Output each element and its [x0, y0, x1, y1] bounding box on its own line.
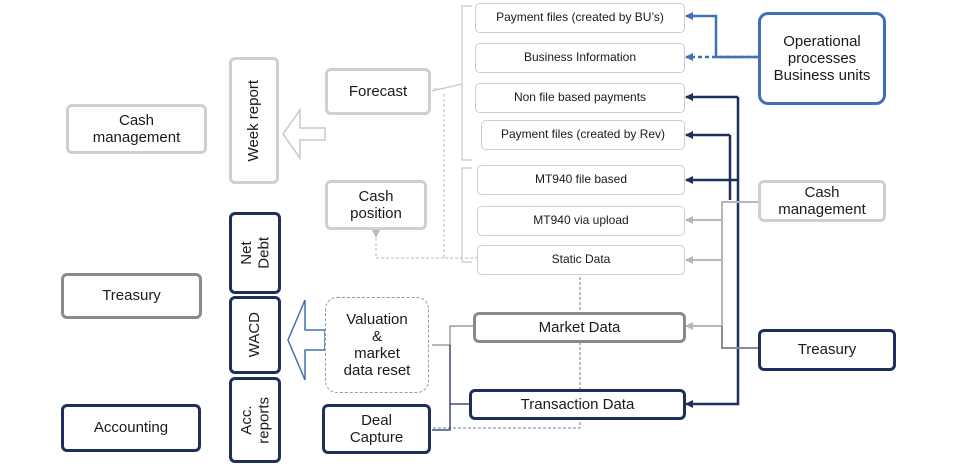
payment-files-rev-box: Payment files (created by Rev) [481, 120, 685, 150]
operational-processes-label: Operational processes Business units [773, 32, 871, 85]
deal-capture-box: Deal Capture [322, 404, 431, 454]
static-data-label: Static Data [551, 252, 611, 267]
acc-reports-box: Acc. reports [229, 377, 281, 463]
market-data-box: Market Data [473, 312, 686, 343]
payment-files-bu-label: Payment files (created by BU’s) [496, 10, 664, 25]
cash-management-right: Cash management [758, 180, 886, 222]
business-information-label: Business Information [523, 50, 637, 65]
treasury-link [721, 326, 758, 349]
operational-to-payment-files [685, 12, 758, 59]
week-report-label: Week report [245, 79, 263, 162]
payment-files-rev-label: Payment files (created by Rev) [500, 127, 666, 142]
wacd-arrow [287, 299, 326, 381]
mt940-upload-box: MT940 via upload [477, 206, 685, 236]
market-data-label: Market Data [538, 318, 621, 336]
static-to-cash-position [375, 92, 478, 259]
cash-mgmt-trunk [721, 201, 758, 326]
week-report-box: Week report [229, 57, 279, 184]
navy-trunk [685, 97, 740, 408]
mt940-file-box: MT940 file based [477, 165, 685, 195]
cash-management-left-label: Cash management [92, 111, 181, 146]
cash-position-box: Cash position [325, 180, 427, 230]
non-file-based-label: Non file based payments [513, 90, 647, 105]
operational-processes-box: Operational processes Business units [758, 12, 886, 105]
deal-capture-label: Deal Capture [349, 411, 404, 446]
week-report-arrow [282, 107, 326, 161]
treasury-left: Treasury [61, 273, 202, 319]
transaction-data-link [449, 345, 469, 405]
treasury-left-label: Treasury [102, 287, 161, 305]
valuation-box: Valuation & market data reset [325, 297, 429, 393]
treasury-right: Treasury [758, 329, 896, 371]
mt940-file-label: MT940 file based [534, 172, 628, 187]
net-debt-label: Net Debt [237, 237, 272, 269]
forecast-box: Forecast [325, 68, 431, 115]
accounting-left: Accounting [61, 404, 201, 452]
payment-files-bu-box: Payment files (created by BU’s) [475, 3, 685, 33]
cash-position-label: Cash position [350, 187, 402, 222]
mt940-upload-label: MT940 via upload [533, 213, 629, 228]
wacd-box: WACD [229, 296, 281, 374]
valuation-label: Valuation & market data reset [343, 310, 411, 380]
wacd-label: WACD [246, 312, 264, 358]
acc-reports-label: Acc. reports [237, 396, 272, 444]
static-data-box: Static Data [477, 245, 685, 275]
treasury-right-label: Treasury [797, 341, 857, 359]
cash-management-left: Cash management [66, 104, 207, 154]
transaction-data-box: Transaction Data [469, 389, 686, 420]
brace-top [431, 5, 472, 161]
transaction-data-label: Transaction Data [520, 395, 635, 413]
forecast-label: Forecast [348, 82, 408, 100]
business-information-box: Business Information [475, 43, 685, 73]
market-data-link [432, 325, 473, 346]
brace-bottom [461, 167, 472, 263]
cash-management-right-label: Cash management [778, 183, 866, 218]
net-debt-box: Net Debt [229, 212, 281, 294]
non-file-based-box: Non file based payments [475, 83, 685, 113]
accounting-left-label: Accounting [93, 419, 169, 437]
